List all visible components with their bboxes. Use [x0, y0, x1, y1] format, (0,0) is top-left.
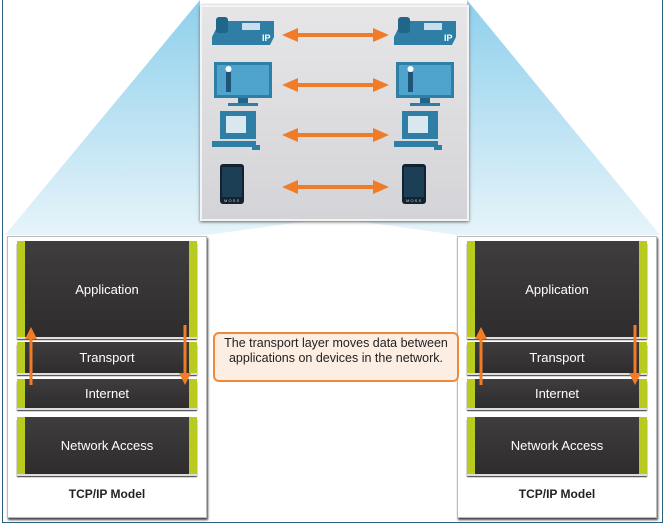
svg-text:M O S S: M O S S	[406, 198, 421, 203]
layer-transport: Transport	[17, 342, 197, 373]
layer-internet: Internet	[467, 379, 647, 408]
layer-internet: Internet	[17, 379, 197, 408]
layer-application: Application	[17, 241, 197, 337]
left-beam	[5, 0, 330, 235]
video-monitor-icon	[214, 62, 272, 106]
smartphone-icon: M O S S	[220, 164, 244, 204]
bidirectional-arrow	[282, 128, 389, 142]
model-label: TCP/IP Model	[68, 487, 146, 501]
data-flow-arrows	[475, 325, 641, 385]
video-monitor-icon	[396, 62, 454, 106]
bidirectional-arrow	[282, 28, 389, 42]
svg-text:IP: IP	[444, 33, 453, 43]
smartphone-icon: M O S S	[402, 164, 426, 204]
layer-network-access: Network Access	[17, 417, 197, 474]
ip-phone-icon: IP	[212, 17, 274, 45]
tcpip-model-right: Application Transport Internet Network A…	[457, 236, 657, 518]
bidirectional-arrow	[282, 78, 389, 92]
callout-note: The transport layer moves data between a…	[213, 332, 459, 382]
model-label: TCP/IP Model	[518, 487, 596, 501]
computer-icon	[394, 111, 442, 150]
layer-application: Application	[467, 241, 647, 337]
ip-phone-icon: IP	[394, 17, 456, 45]
devices-panel: IP IP M O S S M O S S	[200, 5, 469, 221]
data-flow-arrows	[25, 325, 191, 385]
bidirectional-arrow	[282, 180, 389, 194]
svg-text:IP: IP	[262, 33, 271, 43]
layer-transport: Transport	[467, 342, 647, 373]
computer-icon	[212, 111, 260, 150]
tcpip-model-left: Application Transport Internet Network A…	[7, 236, 207, 518]
right-beam	[335, 0, 660, 235]
svg-text:M O S S: M O S S	[224, 198, 239, 203]
layer-network-access: Network Access	[467, 417, 647, 474]
